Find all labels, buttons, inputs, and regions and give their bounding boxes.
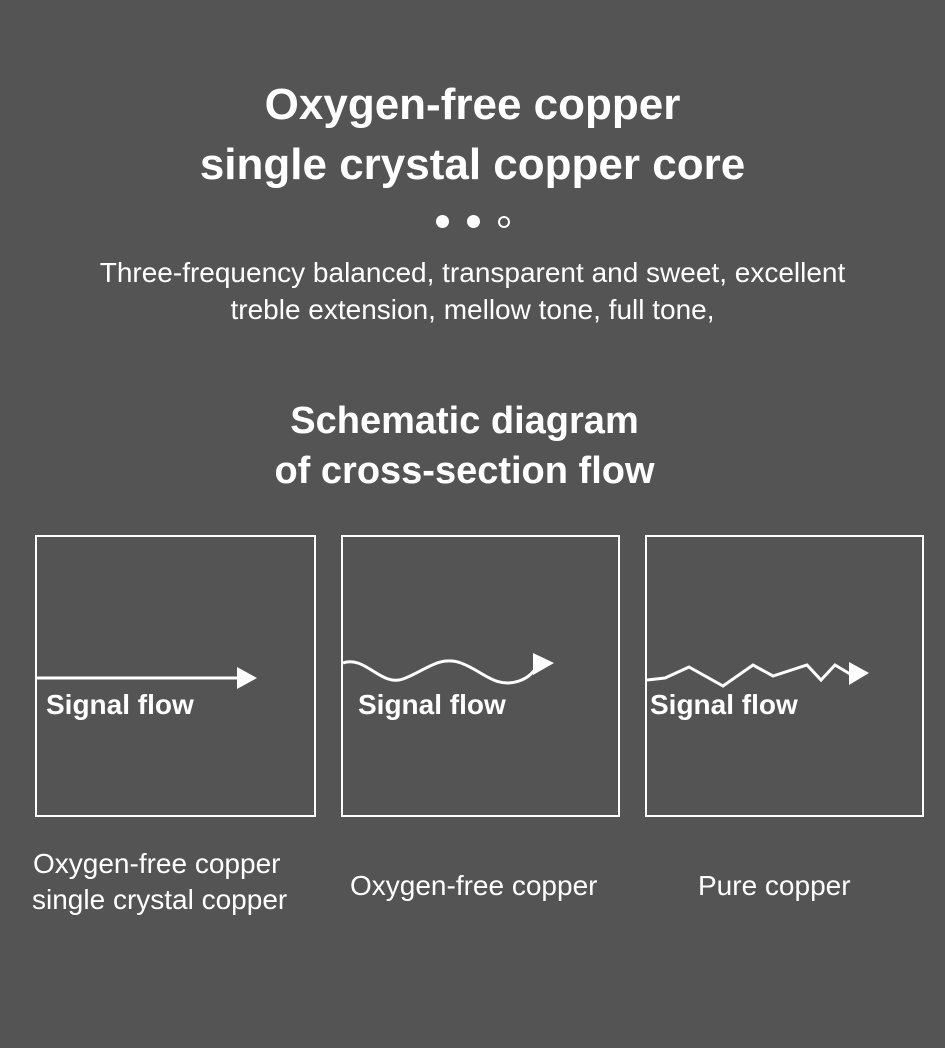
pagination-dots <box>0 215 945 228</box>
pagination-dot-hollow <box>497 216 510 228</box>
diagram-panel-wavy: Signal flow <box>341 535 620 817</box>
pagination-dot-filled <box>435 215 449 228</box>
diagram-title-line-1: Schematic diagram <box>290 400 639 442</box>
pagination-dot-filled <box>466 215 480 228</box>
description-line-2: treble extension, mellow tone, full tone… <box>230 294 715 325</box>
signal-flow-label: Signal flow <box>650 689 798 720</box>
wavy-flow-arrow-icon <box>343 653 554 685</box>
panel-1-caption-line-2: single crystal copper <box>32 884 288 915</box>
signal-flow-label: Signal flow <box>358 689 506 720</box>
signal-flow-label: Signal flow <box>46 689 194 720</box>
diagram-panel-straight: Signal flow <box>35 535 316 817</box>
page-title-line-2: single crystal copper core <box>199 140 746 189</box>
description-line-1: Three-frequency balanced, transparent an… <box>99 257 846 288</box>
diagram-title-line-2: of cross-section flow <box>274 450 655 492</box>
panel-1-caption-line-1: Oxygen-free copper <box>33 848 281 879</box>
panel-2-caption: Oxygen-free copper <box>350 870 598 901</box>
zigzag-flow-arrow-icon <box>647 662 869 688</box>
panel-3-caption: Pure copper <box>698 870 851 901</box>
page-title-line-1: Oxygen-free copper <box>264 80 681 129</box>
diagram-panel-zigzag: Signal flow <box>645 535 924 817</box>
straight-flow-arrow-icon <box>37 667 257 689</box>
